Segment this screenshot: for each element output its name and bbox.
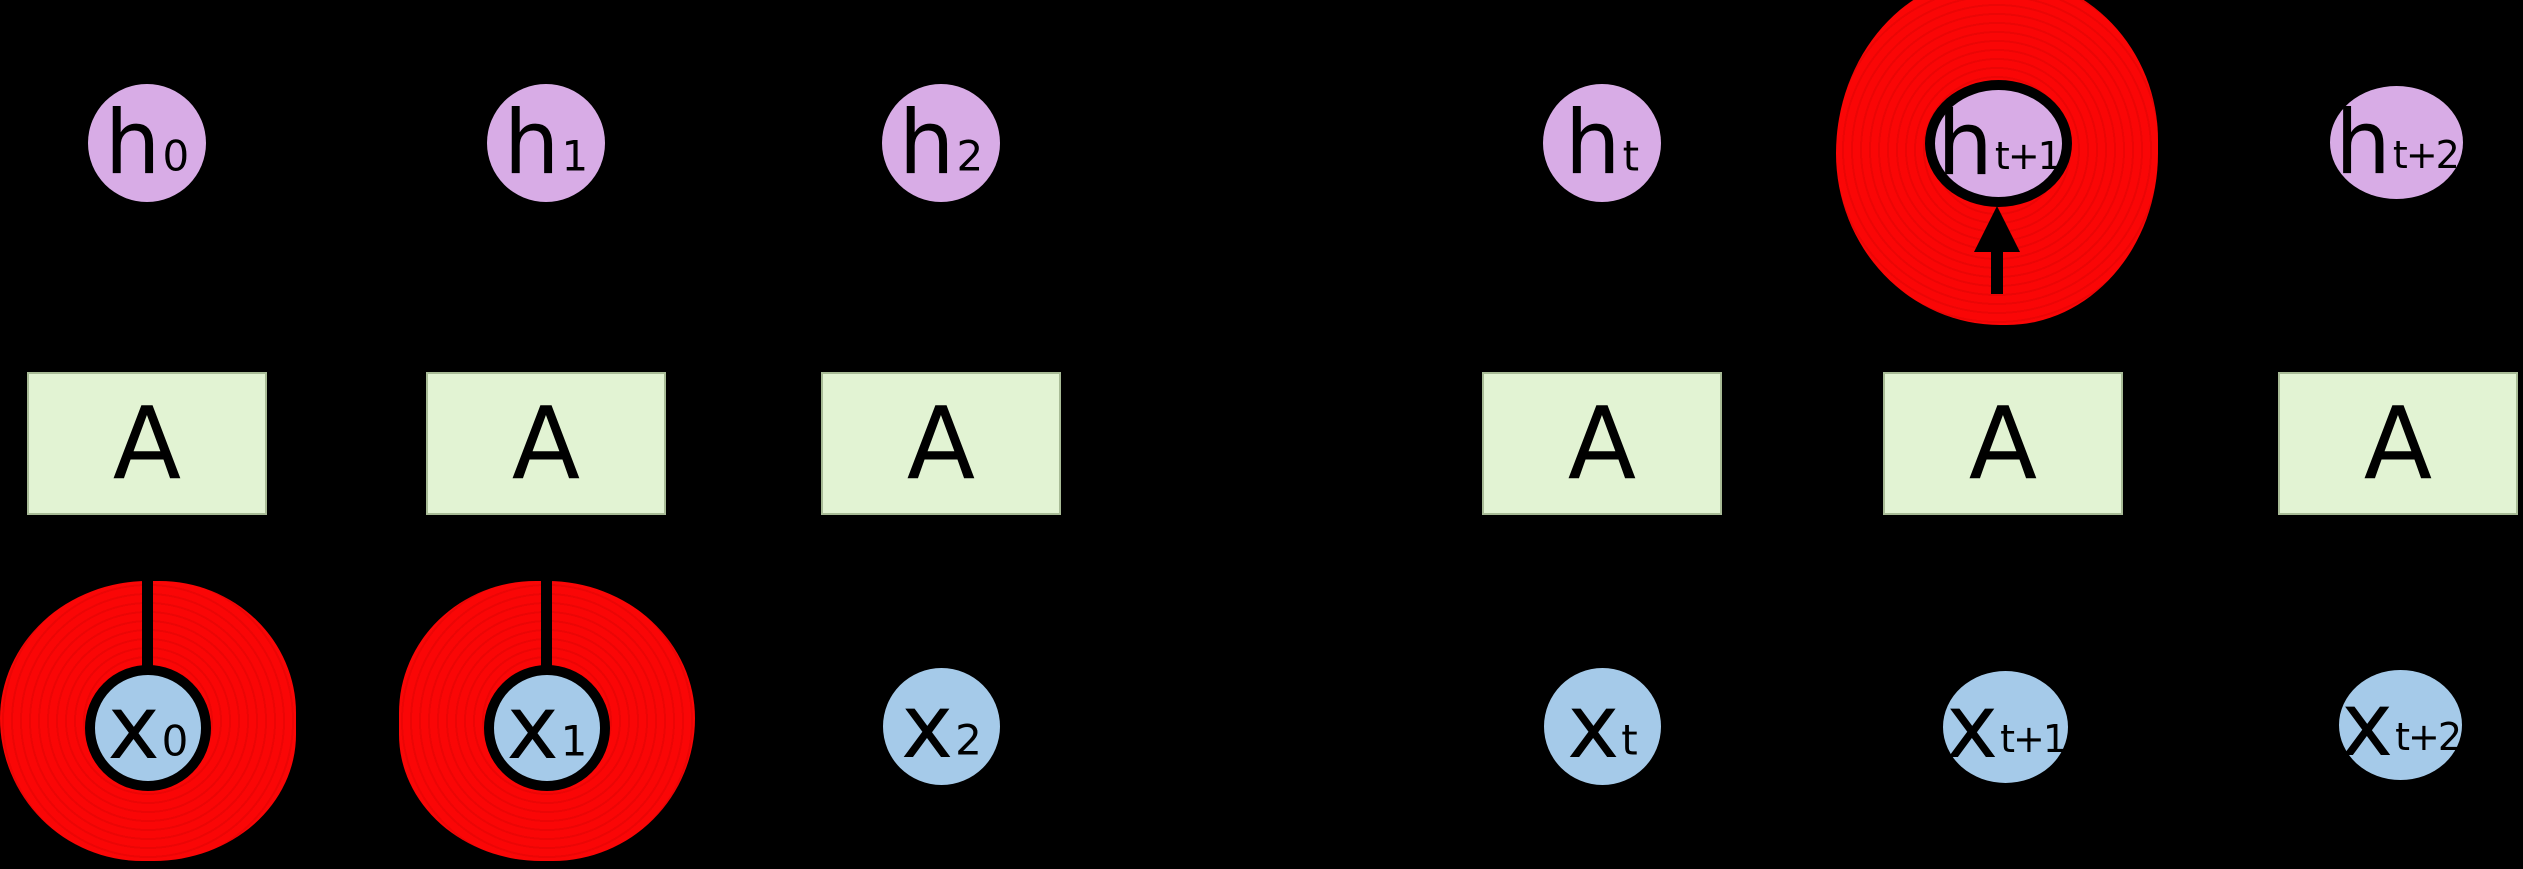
node-label: h — [104, 91, 161, 194]
rnn-cell-t1: A — [1883, 372, 2123, 515]
arrow-up-icon — [1974, 206, 2020, 252]
node-subscript: 0 — [162, 131, 190, 181]
node-label: h — [1564, 91, 1621, 194]
cell-label: A — [112, 384, 182, 502]
arrow-stem-x0-icon — [142, 576, 153, 672]
node-subscript: t+1 — [2000, 717, 2067, 762]
rnn-cell-t: A — [1482, 372, 1722, 515]
node-subscript: t+2 — [2392, 132, 2460, 177]
node-subscript: t — [1622, 131, 1640, 181]
node-label: x — [1946, 675, 1999, 778]
arrow-stem-x1-icon — [541, 576, 552, 672]
node-subscript: 2 — [955, 714, 982, 764]
rnn-cell-1: A — [426, 372, 666, 515]
node-subscript: 1 — [560, 716, 588, 766]
rnn-cell-2: A — [821, 372, 1061, 515]
node-subscript: 1 — [561, 131, 589, 181]
node-subscript: t+2 — [2395, 715, 2462, 760]
node-subscript: 0 — [161, 716, 189, 766]
node-subscript: t+1 — [1994, 133, 2062, 178]
cell-label: A — [1567, 384, 1637, 502]
node-label: h — [1937, 91, 1993, 195]
node-subscript: 2 — [956, 131, 984, 181]
node-label: x — [107, 676, 160, 779]
node-label: h — [503, 91, 560, 194]
cell-label: A — [1968, 384, 2038, 502]
node-label: x — [901, 674, 954, 778]
rnn-cell-t2: A — [2278, 372, 2518, 515]
cell-label: A — [906, 384, 976, 502]
node-label: x — [506, 676, 559, 779]
node-label: h — [898, 91, 955, 194]
node-label: x — [1567, 674, 1620, 778]
rnn-cell-0: A — [27, 372, 267, 515]
arrow-stem-ht1-icon — [1991, 246, 2003, 294]
node-label: h — [2335, 90, 2391, 194]
cell-label: A — [2363, 384, 2433, 502]
node-subscript: t — [1621, 714, 1638, 764]
cell-label: A — [511, 384, 581, 502]
node-label: x — [2341, 673, 2394, 776]
